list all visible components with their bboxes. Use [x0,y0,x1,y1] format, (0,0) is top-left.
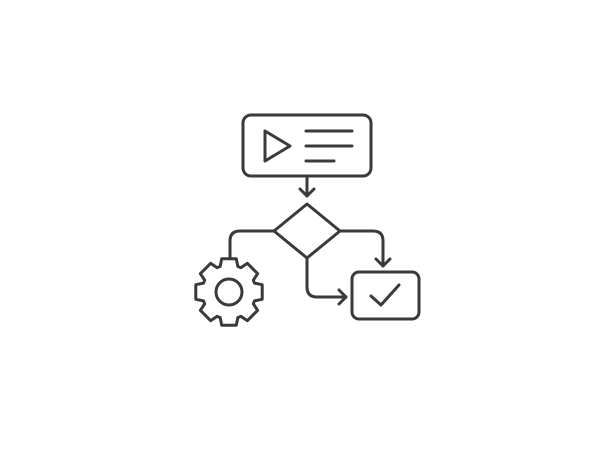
arrow-start-to-decision [298,174,316,198]
connector-decision-to-gear [228,229,276,260]
checkmark-icon [369,283,401,307]
gear-hub [214,277,244,307]
text-lines-icon [304,129,354,163]
arrow-decision-to-check-top [338,229,392,268]
gear-icon [194,257,264,327]
start-node [241,113,373,178]
process-node [194,257,264,327]
end-node [350,270,421,321]
play-icon [263,129,292,163]
end-box [350,270,421,321]
arrow-decision-to-check-left [305,256,348,306]
decision-diamond-icon [272,202,342,260]
